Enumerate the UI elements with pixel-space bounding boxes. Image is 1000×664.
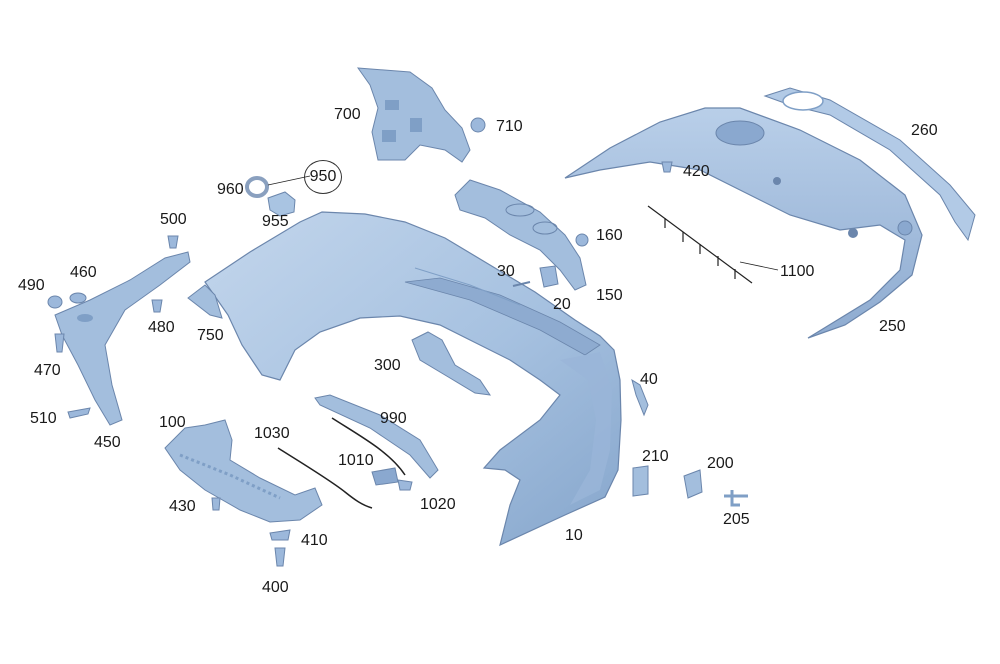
- part-490: [47, 295, 63, 309]
- label-1010: 1010: [338, 452, 374, 469]
- upper-bracket-part: [356, 67, 471, 163]
- clip-430: [211, 497, 221, 511]
- part-300: [411, 331, 492, 396]
- label-400: 400: [262, 579, 289, 596]
- label-1100: 1100: [780, 263, 815, 280]
- label-480: 480: [148, 319, 175, 336]
- label-1030: 1030: [254, 425, 290, 442]
- connector-1020: [397, 479, 413, 491]
- cable-1010: [331, 417, 406, 476]
- label-250: 250: [879, 318, 906, 335]
- label-40: 40: [640, 371, 658, 388]
- part-210: [632, 465, 649, 497]
- clip-420: [661, 161, 673, 173]
- label-420: 420: [683, 163, 710, 180]
- label-300: 300: [374, 357, 401, 374]
- label-490: 490: [18, 277, 45, 294]
- clip-20: [539, 265, 559, 288]
- label-210: 210: [642, 448, 669, 465]
- label-700: 700: [334, 106, 361, 123]
- grommet-160: [575, 233, 589, 247]
- part-205: [724, 490, 748, 507]
- label-200: 200: [707, 455, 734, 472]
- part-460: [69, 292, 87, 304]
- label-750: 750: [197, 327, 224, 344]
- label-1020: 1020: [420, 496, 456, 513]
- label-460: 460: [70, 264, 97, 281]
- bumper-cover-part: [204, 211, 622, 547]
- label-430: 430: [169, 498, 196, 515]
- label-955: 955: [262, 213, 289, 230]
- grommet-710: [470, 117, 486, 133]
- label-10: 10: [565, 527, 583, 544]
- screw-30: [512, 281, 531, 287]
- sensor-955: [267, 191, 296, 217]
- part-40: [631, 378, 649, 417]
- clip-400: [274, 547, 286, 567]
- label-260: 260: [911, 122, 938, 139]
- label-470: 470: [34, 362, 61, 379]
- label-710: 710: [496, 118, 523, 135]
- label-160: 160: [596, 227, 623, 244]
- label-990: 990: [380, 410, 407, 427]
- label-30: 30: [497, 263, 515, 280]
- trim-frame-part: [763, 87, 976, 242]
- leader-1100: [647, 205, 779, 284]
- label-960: 960: [217, 181, 244, 198]
- lower-bracket-100-part: [164, 419, 323, 523]
- label-450: 450: [94, 434, 121, 451]
- label-20: 20: [553, 296, 571, 313]
- strip-990: [314, 394, 439, 479]
- screw-510: [67, 407, 91, 419]
- clip-470: [54, 333, 65, 353]
- label-150: 150: [596, 287, 623, 304]
- side-bracket-150-part: [454, 179, 587, 291]
- diffuser-part: [564, 107, 923, 339]
- part-200: [683, 469, 703, 499]
- left-bracket-450-part: [54, 251, 191, 426]
- label-510: 510: [30, 410, 57, 427]
- label-500: 500: [160, 211, 187, 228]
- clip-480: [151, 299, 163, 313]
- clip-500: [167, 235, 179, 249]
- module-1010: [371, 467, 399, 486]
- label-950-highlighted: 950: [304, 160, 342, 194]
- cable-1030: [277, 447, 373, 509]
- label-205: 205: [723, 511, 750, 528]
- part-750: [187, 284, 223, 319]
- label-100: 100: [159, 414, 186, 431]
- label-410: 410: [301, 532, 328, 549]
- clip-410: [269, 529, 291, 541]
- ring-960: [245, 176, 269, 198]
